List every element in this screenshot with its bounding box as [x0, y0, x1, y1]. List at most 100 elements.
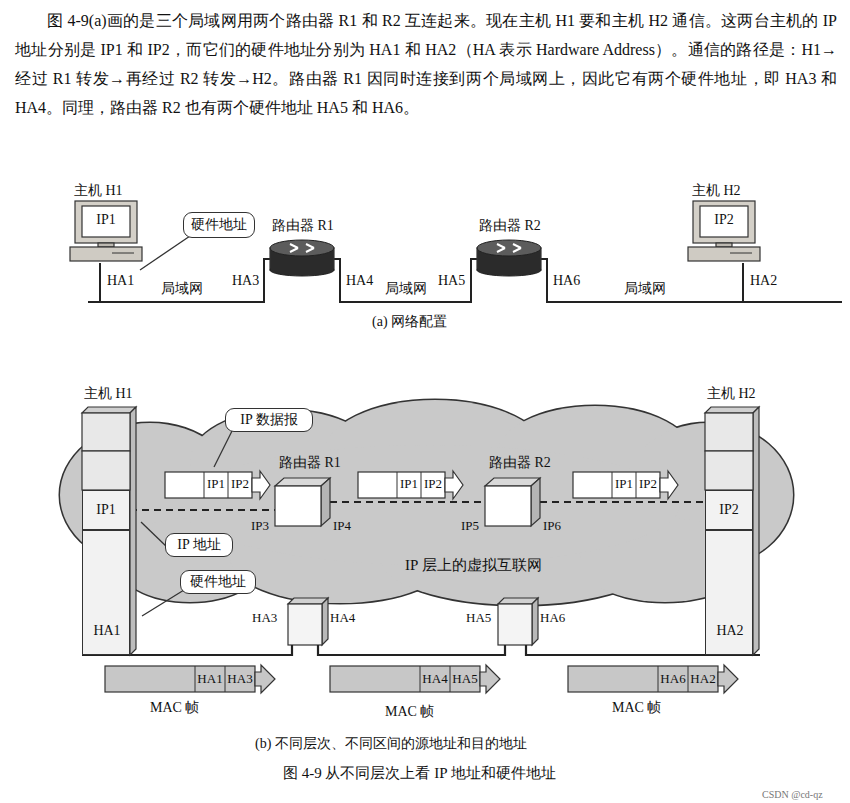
router-top [477, 240, 541, 256]
address-cell: HA2 [705, 530, 753, 655]
node-heading: IP 数据报 [240, 412, 297, 429]
mac-frame: HA6HA2 [568, 665, 738, 693]
subfigure-caption: (a) 网络配置 [372, 314, 447, 331]
cloud-fill [180, 445, 680, 565]
datagram-arrowhead [660, 471, 678, 499]
lan-line [541, 259, 743, 302]
node-heading: IP 地址 [177, 537, 220, 554]
router-lower-part [532, 598, 538, 645]
ip-datagram: IP1IP2 [358, 470, 463, 500]
cube-side-face [321, 478, 330, 526]
callout-box: 硬件地址 [183, 212, 255, 238]
leader-line [141, 522, 168, 548]
address-cell: IP1 [82, 490, 130, 530]
hardware-address: HA1 [107, 273, 134, 290]
cloud-outline [180, 445, 680, 565]
cell-divider [204, 472, 205, 498]
frame-label: MAC 帧 [150, 700, 199, 717]
router-arrow-mark [290, 244, 298, 248]
lan-line [334, 259, 477, 302]
node-heading: IP2 [719, 502, 738, 519]
node-heading: 路由器 R2 [489, 455, 551, 472]
router-cube: 路由器 R1IP3IP4 [275, 478, 330, 526]
router-lower-part [322, 598, 328, 645]
node-text: IP5 [461, 518, 479, 534]
node-text: IP4 [333, 518, 351, 534]
hardware-address: HA4 [330, 610, 355, 626]
frame-body [568, 666, 718, 692]
protocol-stack: 主机 H2IP2HA2 [705, 392, 761, 655]
layer-box [82, 451, 130, 490]
cell-divider [195, 666, 196, 692]
cell-divider [225, 666, 226, 692]
layer-box [705, 413, 753, 451]
router-arrow-mark [497, 248, 505, 252]
host-computer: 主机 H1IP1 [70, 183, 142, 263]
leader-line [142, 590, 184, 616]
datagram-body [573, 472, 660, 498]
cell-divider [688, 666, 689, 692]
monitor-stand [716, 243, 732, 247]
node-heading: HA1 [195, 671, 225, 687]
node-text: HA3 [225, 671, 255, 687]
cell-divider [420, 666, 421, 692]
node-heading: 硬件地址 [190, 574, 246, 591]
physical-network-line [82, 645, 760, 655]
hardware-address: HA4 [346, 273, 373, 290]
node-text: IP3 [251, 518, 269, 534]
router-cube-drawing [275, 478, 330, 526]
node-text: IP2 [700, 212, 748, 229]
node-heading: 主机 H1 [74, 183, 123, 200]
leader-line [140, 236, 232, 616]
hardware-address: HA5 [466, 610, 491, 626]
router-lower-part [288, 598, 328, 604]
node-heading: IP1 [397, 476, 421, 492]
router-lower-part [498, 604, 532, 645]
screen [82, 206, 130, 237]
stack-top-face [82, 407, 136, 413]
router-arrow-mark [306, 244, 314, 248]
frame-label: MAC 帧 [385, 704, 434, 721]
cloud-fill [60, 400, 793, 605]
node-heading: HA4 [420, 671, 450, 687]
address-cell: HA1 [82, 530, 130, 655]
lan-label: 局域网 [622, 281, 668, 298]
node-text: IP6 [543, 518, 561, 534]
node-text: HA2 [688, 671, 718, 687]
paragraph: 图 4-9(a)画的是三个局域网用两个路由器 R1 和 R2 互连起来。现在主机… [15, 6, 837, 122]
layer-box [705, 451, 753, 490]
node-heading: 主机 H2 [692, 183, 741, 200]
router-arrow-mark [497, 244, 505, 248]
node-text: IP2 [421, 476, 445, 492]
virtual-path-line [540, 501, 705, 503]
node-heading: 路由器 R1 [279, 455, 341, 472]
cell-divider [228, 472, 229, 498]
node-heading: HA1 [83, 623, 131, 640]
watermark: CSDN @cd-qz [762, 789, 823, 801]
frame-label: MAC 帧 [612, 700, 661, 717]
hardware-address: HA5 [438, 273, 465, 290]
node-text: HA5 [450, 671, 480, 687]
node-heading: IP1 [204, 476, 228, 492]
node-heading: 主机 H2 [707, 386, 756, 403]
node-text: IP2 [228, 476, 252, 492]
hardware-address: HA2 [750, 273, 777, 290]
leader-line [140, 236, 190, 270]
lan-label: 局域网 [159, 281, 205, 298]
monitor [693, 201, 755, 243]
node-heading: HA2 [706, 623, 754, 640]
hardware-address: HA6 [540, 610, 565, 626]
datagram-body [165, 472, 252, 498]
host-computer: 主机 H2 IP2 [688, 183, 760, 263]
router-arrow-mark [290, 248, 298, 252]
address-cell: IP2 [705, 490, 753, 530]
router-top [270, 240, 334, 256]
frame-arrowhead [718, 665, 738, 693]
cell-divider [658, 666, 659, 692]
leader-line [214, 431, 232, 467]
stack-side-face [130, 407, 136, 655]
monitor [75, 201, 137, 243]
hardware-address: HA3 [232, 273, 259, 290]
router-arrow-mark [513, 248, 521, 252]
cube-front-face [275, 486, 321, 526]
